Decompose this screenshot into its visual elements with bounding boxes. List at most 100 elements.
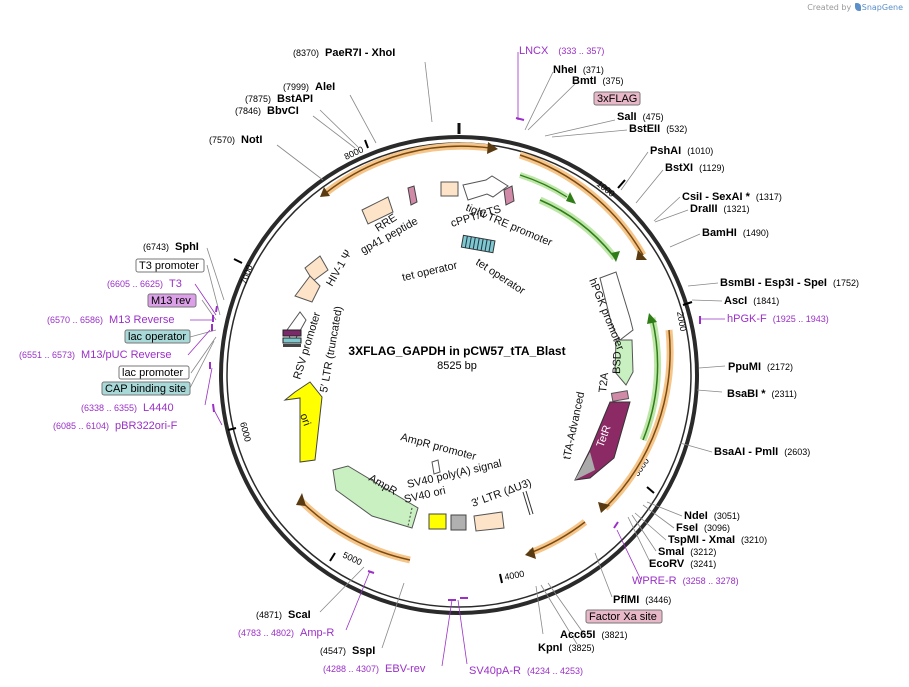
outer-feature-arcs (297, 142, 674, 564)
label-factor-xa: Factor Xa site (589, 611, 657, 623)
inner-features (282, 175, 634, 532)
primer-m13puc-reverse: (6551 .. 6573)M13/pUC Reverse (19, 349, 172, 361)
site-noti: (7570)NotI (209, 134, 262, 146)
primer-leaders (187, 52, 725, 667)
credit-brand: SnapGene (861, 3, 903, 12)
tick-label: 5000 (341, 550, 363, 568)
site-ecorv: EcoRV(3241) (649, 558, 716, 570)
site-bstxi: BstXI(1129) (665, 162, 724, 174)
site-fsei: FseI(3096) (676, 522, 730, 534)
lac-promoter-box (118, 365, 190, 380)
site-draiii: DraIII(1321) (690, 203, 750, 215)
primer-l4440: (6338 .. 6355)L4440 (81, 402, 174, 414)
feature-arc-orange (299, 499, 411, 561)
site-alei: (7999)AleI (283, 81, 335, 93)
tick-label: 7000 (238, 263, 254, 285)
site-bstapi: (7875)BstAPI (245, 93, 313, 105)
label-m13rev: M13 rev (151, 295, 191, 307)
site-bsmbi: BsmBI - Esp3I - SpeI(1752) (720, 277, 859, 289)
tet-operator-box (460, 234, 496, 254)
site-sspi: (4547)SspI (320, 645, 375, 657)
ampr-promoter-arrow (431, 459, 441, 475)
feature-arc-green (519, 174, 568, 198)
tick-label: 6000 (238, 421, 253, 443)
tetr-hatch (575, 452, 595, 480)
factor-xa-box (585, 609, 663, 624)
cppt-box (440, 181, 459, 197)
primer-lncx: LNCX(333 .. 357) (519, 45, 604, 57)
site-smai: SmaI(3212) (658, 546, 716, 558)
primer-pbr322ori-f: (6085 .. 6104)pBR322ori-F (53, 420, 178, 432)
primer-labels: LNCX(333 .. 357) hPGK-F(1925 .. 1943) WP… (19, 45, 829, 677)
ltr3-line (522, 491, 531, 516)
site-acc65i: Acc65I(3821) (560, 629, 628, 641)
site-bbvci: (7846)BbvCI (235, 105, 299, 117)
flag-box (593, 91, 641, 106)
site-bsabi: BsaBI *(2311) (727, 388, 797, 400)
snapgene-credit: Created by SnapGene (807, 3, 903, 12)
site-bmti: BmtI(375) (572, 75, 623, 87)
primer-amp-r: (4783 .. 4802)Amp-R (238, 627, 334, 639)
credit-prefix: Created by (807, 3, 852, 12)
site-pflmi: PflMI(3446) (613, 594, 671, 606)
site-scai: (4871)ScaI (256, 609, 311, 621)
primer-marks (209, 117, 701, 601)
site-sali: SalI(475) (617, 111, 664, 123)
feature-arc-green (539, 199, 616, 259)
feature-arc-orange (326, 145, 491, 193)
label-tet-operator-2: tet operator (473, 256, 527, 297)
lac-operator-box (124, 329, 191, 344)
hpgk-arrow (599, 271, 634, 341)
site-pshai: PshAI(1010) (650, 145, 713, 157)
feature-arc-orange (604, 329, 671, 509)
plasmid-name: 3XFLAG_GAPDH in pCW57_tTA_Blast (348, 344, 565, 358)
label-ori: ori (297, 412, 312, 428)
site-leaders (189, 61, 726, 649)
m13rev-box (147, 293, 197, 308)
rsv-box (294, 275, 321, 303)
label-tta: tTA-Advanced (561, 391, 587, 461)
tight-tre-arrow (462, 175, 509, 201)
label-3xflag: 3xFLAG (597, 93, 637, 105)
plasmid-size: 8525 bp (437, 360, 477, 372)
label-t3-promoter: T3 promoter (139, 260, 199, 272)
cap-box (101, 381, 191, 396)
backbone-outer (219, 135, 699, 615)
snapgene-logo-icon (854, 3, 861, 11)
site-bsaai: BsaAI - PmlI(2603) (714, 446, 810, 458)
ampr-arrow (332, 465, 419, 529)
boxed-labels: 3xFLAG Factor Xa site M13 rev T3 promote… (101, 91, 663, 624)
primer-t3: (6605 .. 6625)T3 (107, 278, 182, 290)
ltr3-line (525, 490, 534, 515)
primer-m13-reverse: (6570 .. 6586)M13 Reverse (47, 314, 174, 326)
t2a-box (610, 390, 630, 402)
site-nhei: NheI(371) (553, 64, 604, 76)
ltr-mark (283, 344, 301, 347)
tre-pink (503, 185, 515, 206)
t3-promoter-box (135, 258, 205, 273)
label-sv40-polya: SV40 poly(A) signal (406, 457, 503, 490)
label-ampr-promoter: AmpR promoter (399, 431, 477, 463)
feature-arc-green (519, 172, 569, 200)
label-bsd: BSD (611, 351, 624, 374)
primer-ebv-rev: (4288 .. 4307)EBV-rev (323, 663, 426, 675)
ampr-hatch (407, 507, 413, 527)
site-tspmi: TspMI - XmaI(3210) (668, 534, 767, 546)
feature-arc-orange (519, 154, 644, 256)
label-tet-operator-1: tet operator (401, 259, 459, 283)
rre-box (361, 196, 394, 225)
label-cap: CAP binding site (105, 383, 186, 395)
sv40-polya-box (450, 514, 467, 531)
site-paer7i: (8370)PaeR7I - XhoI (293, 47, 395, 59)
tick-label: 2000 (675, 311, 688, 332)
feature-arc-green (642, 317, 659, 441)
site-asci: AscI(1841) (724, 295, 779, 307)
label-lac-operator: lac operator (128, 331, 186, 343)
site-ppumi: PpuMI(2172) (728, 361, 793, 373)
site-ndei: NdeI(3051) (684, 510, 740, 522)
cap-mark (282, 337, 302, 344)
label-hiv-psi: HIV-1 Ψ (324, 248, 354, 288)
ori-arrow (283, 381, 323, 463)
ltr3-box (473, 511, 505, 532)
